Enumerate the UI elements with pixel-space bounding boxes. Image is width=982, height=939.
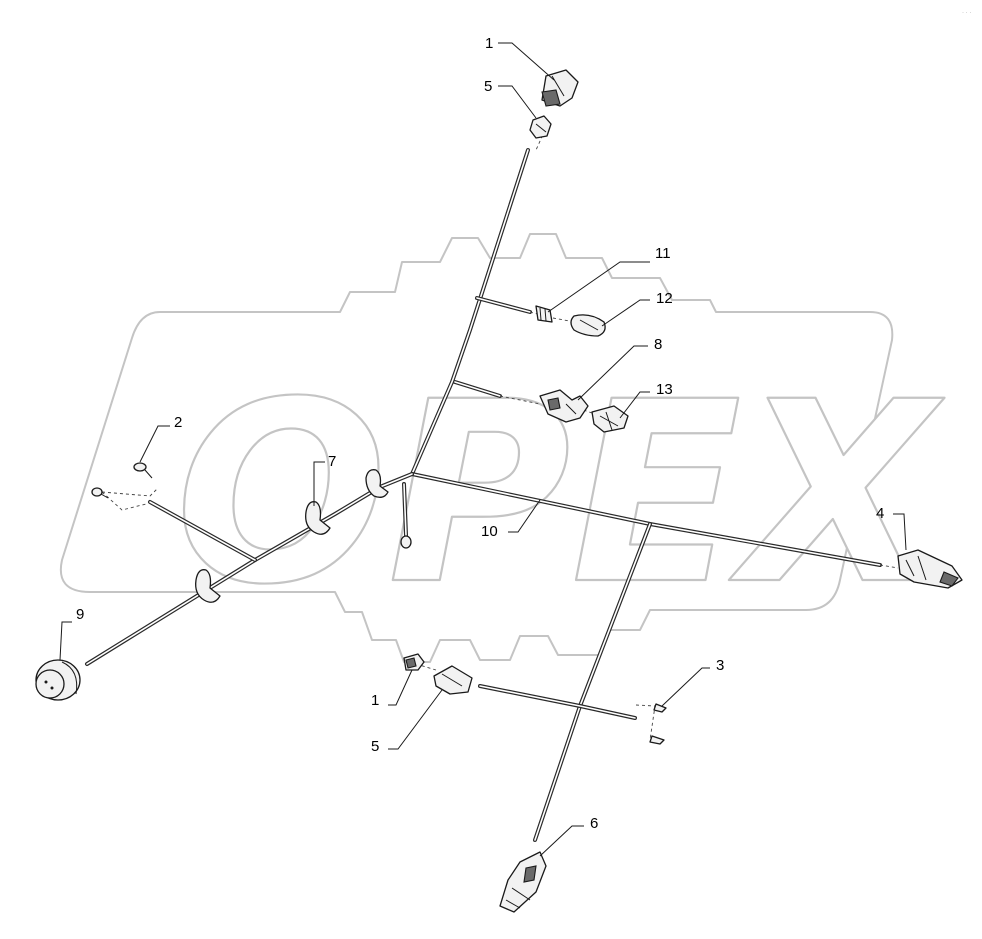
clip-7-lower <box>195 569 221 603</box>
callout-13: 13 <box>656 381 673 398</box>
callout-6: 6 <box>590 815 598 832</box>
socket-9 <box>35 659 81 701</box>
clip-7-middle <box>305 501 331 535</box>
callout-10: 10 <box>481 523 498 540</box>
connector-12 <box>570 314 606 337</box>
callout-3: 3 <box>716 657 724 674</box>
leader-lines <box>59 42 907 857</box>
seal-bottom <box>433 665 473 695</box>
ring-terminal-2 <box>91 462 153 499</box>
connector-housing-bottom <box>403 653 425 671</box>
seal-top <box>529 115 552 139</box>
callout-4: 4 <box>876 505 884 522</box>
callout-11: 11 <box>655 245 671 262</box>
terminal-11 <box>535 305 553 323</box>
connector-4 <box>897 549 963 589</box>
terminals-3 <box>649 703 667 745</box>
callout-labels: 1 5 11 12 8 13 2 7 10 4 9 1 5 3 6 <box>76 35 884 832</box>
connector-housing-top <box>541 69 579 107</box>
ring-terminal-junction <box>400 535 412 549</box>
connector-13 <box>591 405 629 433</box>
callout-9: 9 <box>76 606 84 623</box>
watermark-gear-shape <box>59 233 894 663</box>
corner-mark: · · · <box>962 10 971 16</box>
callout-5-top: 5 <box>484 78 492 95</box>
watermark: OPEX <box>59 233 946 663</box>
callout-5-bottom: 5 <box>371 738 379 755</box>
callout-2: 2 <box>174 414 182 431</box>
callout-1-bottom: 1 <box>371 692 379 709</box>
callout-7: 7 <box>328 453 336 470</box>
clip-7-upper <box>365 469 389 498</box>
connector-6 <box>499 851 547 913</box>
callout-1-top: 1 <box>485 35 493 52</box>
connector-8 <box>539 389 589 423</box>
callout-8: 8 <box>654 336 662 353</box>
callout-12: 12 <box>656 290 673 307</box>
